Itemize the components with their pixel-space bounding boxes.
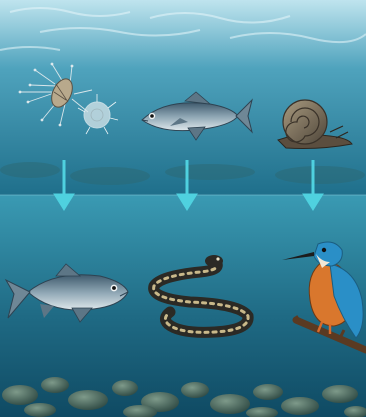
food-chain-diagram: [0, 0, 366, 417]
food-chain-scene: [0, 0, 366, 417]
